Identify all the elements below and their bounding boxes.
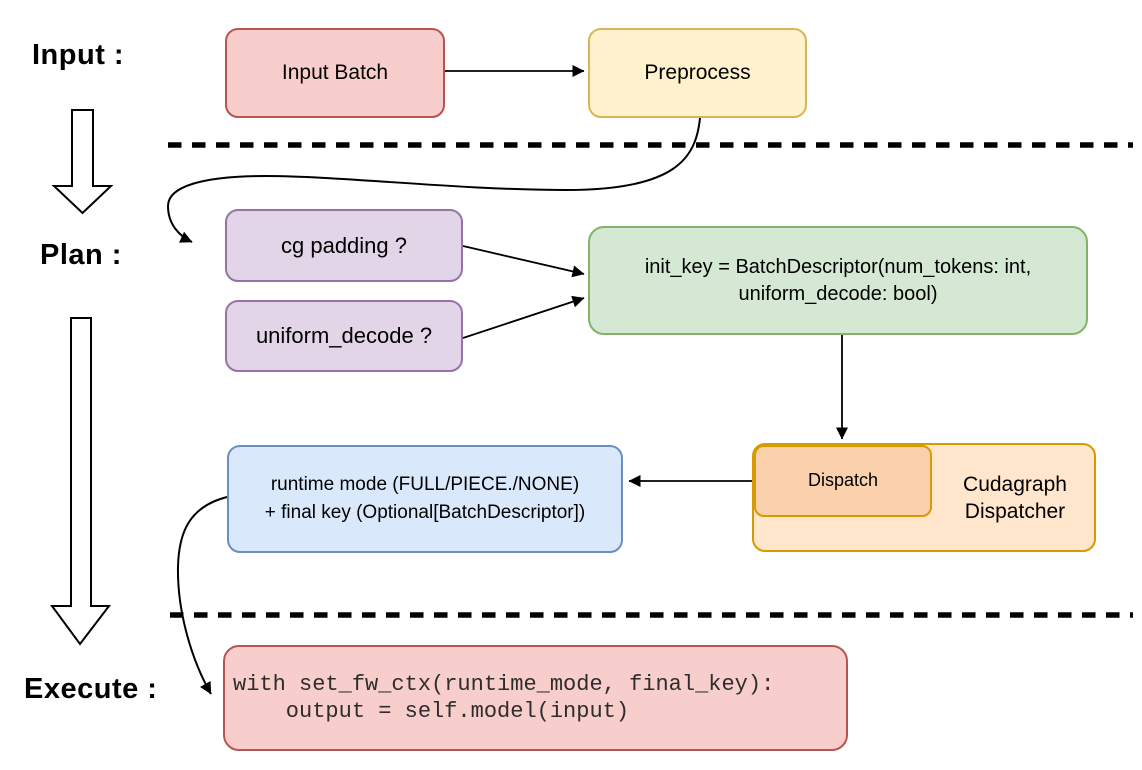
node-uniform-decode-label: uniform_decode ? xyxy=(255,323,433,349)
node-init-key: init_key = BatchDescriptor(num_tokens: i… xyxy=(588,226,1088,335)
node-runtime-mode-line2: + final key (Optional[BatchDescriptor]) xyxy=(264,502,586,523)
hollow-arrow-input-to-plan xyxy=(51,109,114,215)
node-preprocess-label: Preprocess xyxy=(644,61,751,85)
execute-code-line2: output = self.model(input) xyxy=(233,699,630,724)
node-execute-code: with set_fw_ctx(runtime_mode, final_key)… xyxy=(223,645,848,751)
execute-code-line1: with set_fw_ctx(runtime_mode, final_key)… xyxy=(233,672,775,697)
section-label-input: Input : xyxy=(32,39,125,71)
node-init-key-line1: init_key = BatchDescriptor(num_tokens: i… xyxy=(644,256,1032,279)
node-runtime-mode: runtime mode (FULL/PIECE./NONE) + final … xyxy=(227,445,623,553)
connector-runtimemode-to-execute xyxy=(176,496,228,695)
node-preprocess: Preprocess xyxy=(588,28,807,118)
section-label-plan: Plan : xyxy=(40,239,122,271)
node-runtime-mode-line1: runtime mode (FULL/PIECE./NONE) xyxy=(270,474,580,495)
connector-cgpadding-to-initkey xyxy=(462,245,585,278)
node-uniform-decode: uniform_decode ? xyxy=(225,300,463,372)
node-input-batch: Input Batch xyxy=(225,28,445,118)
node-cudagraph-dispatcher-label: Cudagraph Dispatcher xyxy=(963,472,1067,523)
node-cg-padding: cg padding ? xyxy=(225,209,463,282)
node-dispatch: Dispatch xyxy=(754,445,932,517)
hollow-arrow-plan-to-execute xyxy=(50,317,112,646)
node-input-batch-label: Input Batch xyxy=(281,61,389,85)
node-dispatch-label: Dispatch xyxy=(807,470,879,491)
node-cg-padding-label: cg padding ? xyxy=(281,232,407,258)
section-label-execute: Execute : xyxy=(24,673,158,705)
connector-uniformdecode-to-initkey xyxy=(462,295,585,339)
node-init-key-line2: uniform_decode: bool) xyxy=(738,282,938,305)
